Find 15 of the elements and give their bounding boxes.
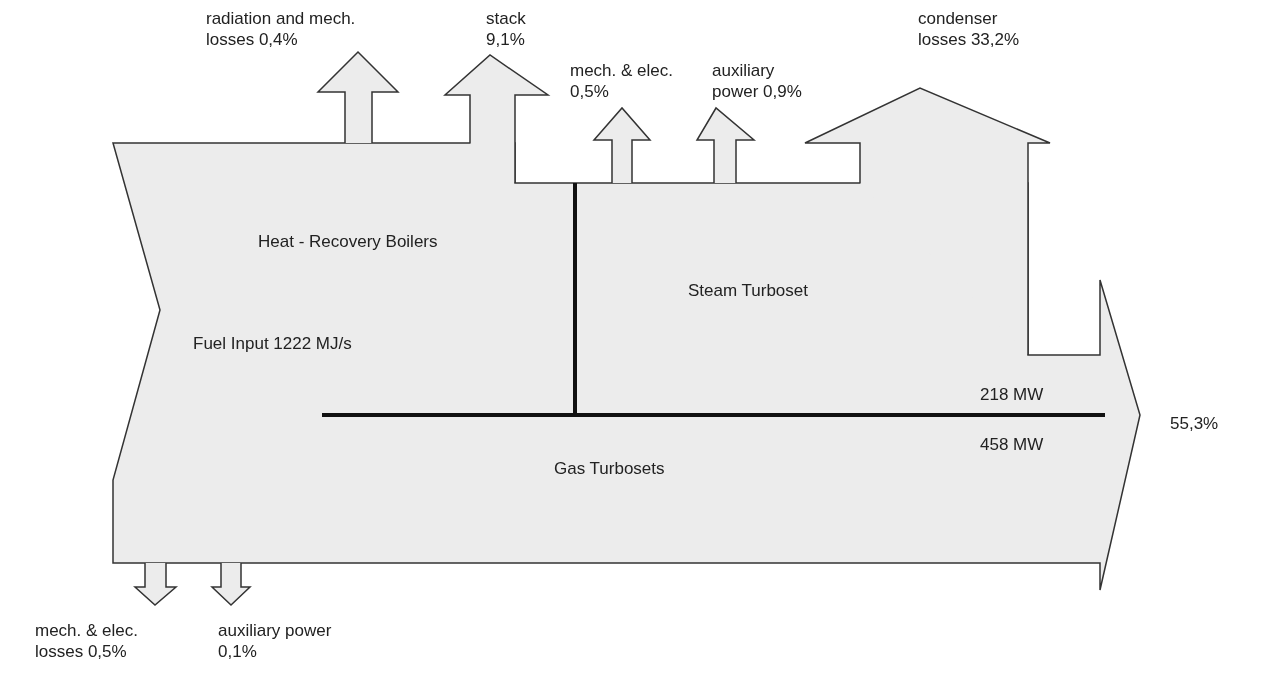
loss-label: auxiliary power 0,1% bbox=[218, 620, 333, 662]
section-label: Heat - Recovery Boilers bbox=[258, 231, 438, 252]
loss-label: radiation and mech. losses 0,4% bbox=[206, 8, 356, 50]
section-label: 458 MW bbox=[980, 434, 1044, 455]
section-label: Gas Turbosets bbox=[554, 458, 665, 479]
loss-label: mech. & elec. losses 0,5% bbox=[35, 620, 139, 662]
loss-label: condenser losses 33,2% bbox=[918, 8, 1021, 50]
loss-label: stack 9,1% bbox=[486, 8, 527, 50]
section-label: 218 MW bbox=[980, 384, 1044, 405]
loss-label: auxiliary power 0,9% bbox=[712, 60, 803, 102]
section-label: Steam Turboset bbox=[688, 280, 808, 301]
section-label: Fuel Input 1222 MJ/s bbox=[193, 333, 352, 354]
percentage-label: 55,3% bbox=[1170, 413, 1219, 434]
loss-label: mech. & elec. 0,5% bbox=[570, 60, 674, 102]
energy-flow-band bbox=[112, 142, 1141, 591]
